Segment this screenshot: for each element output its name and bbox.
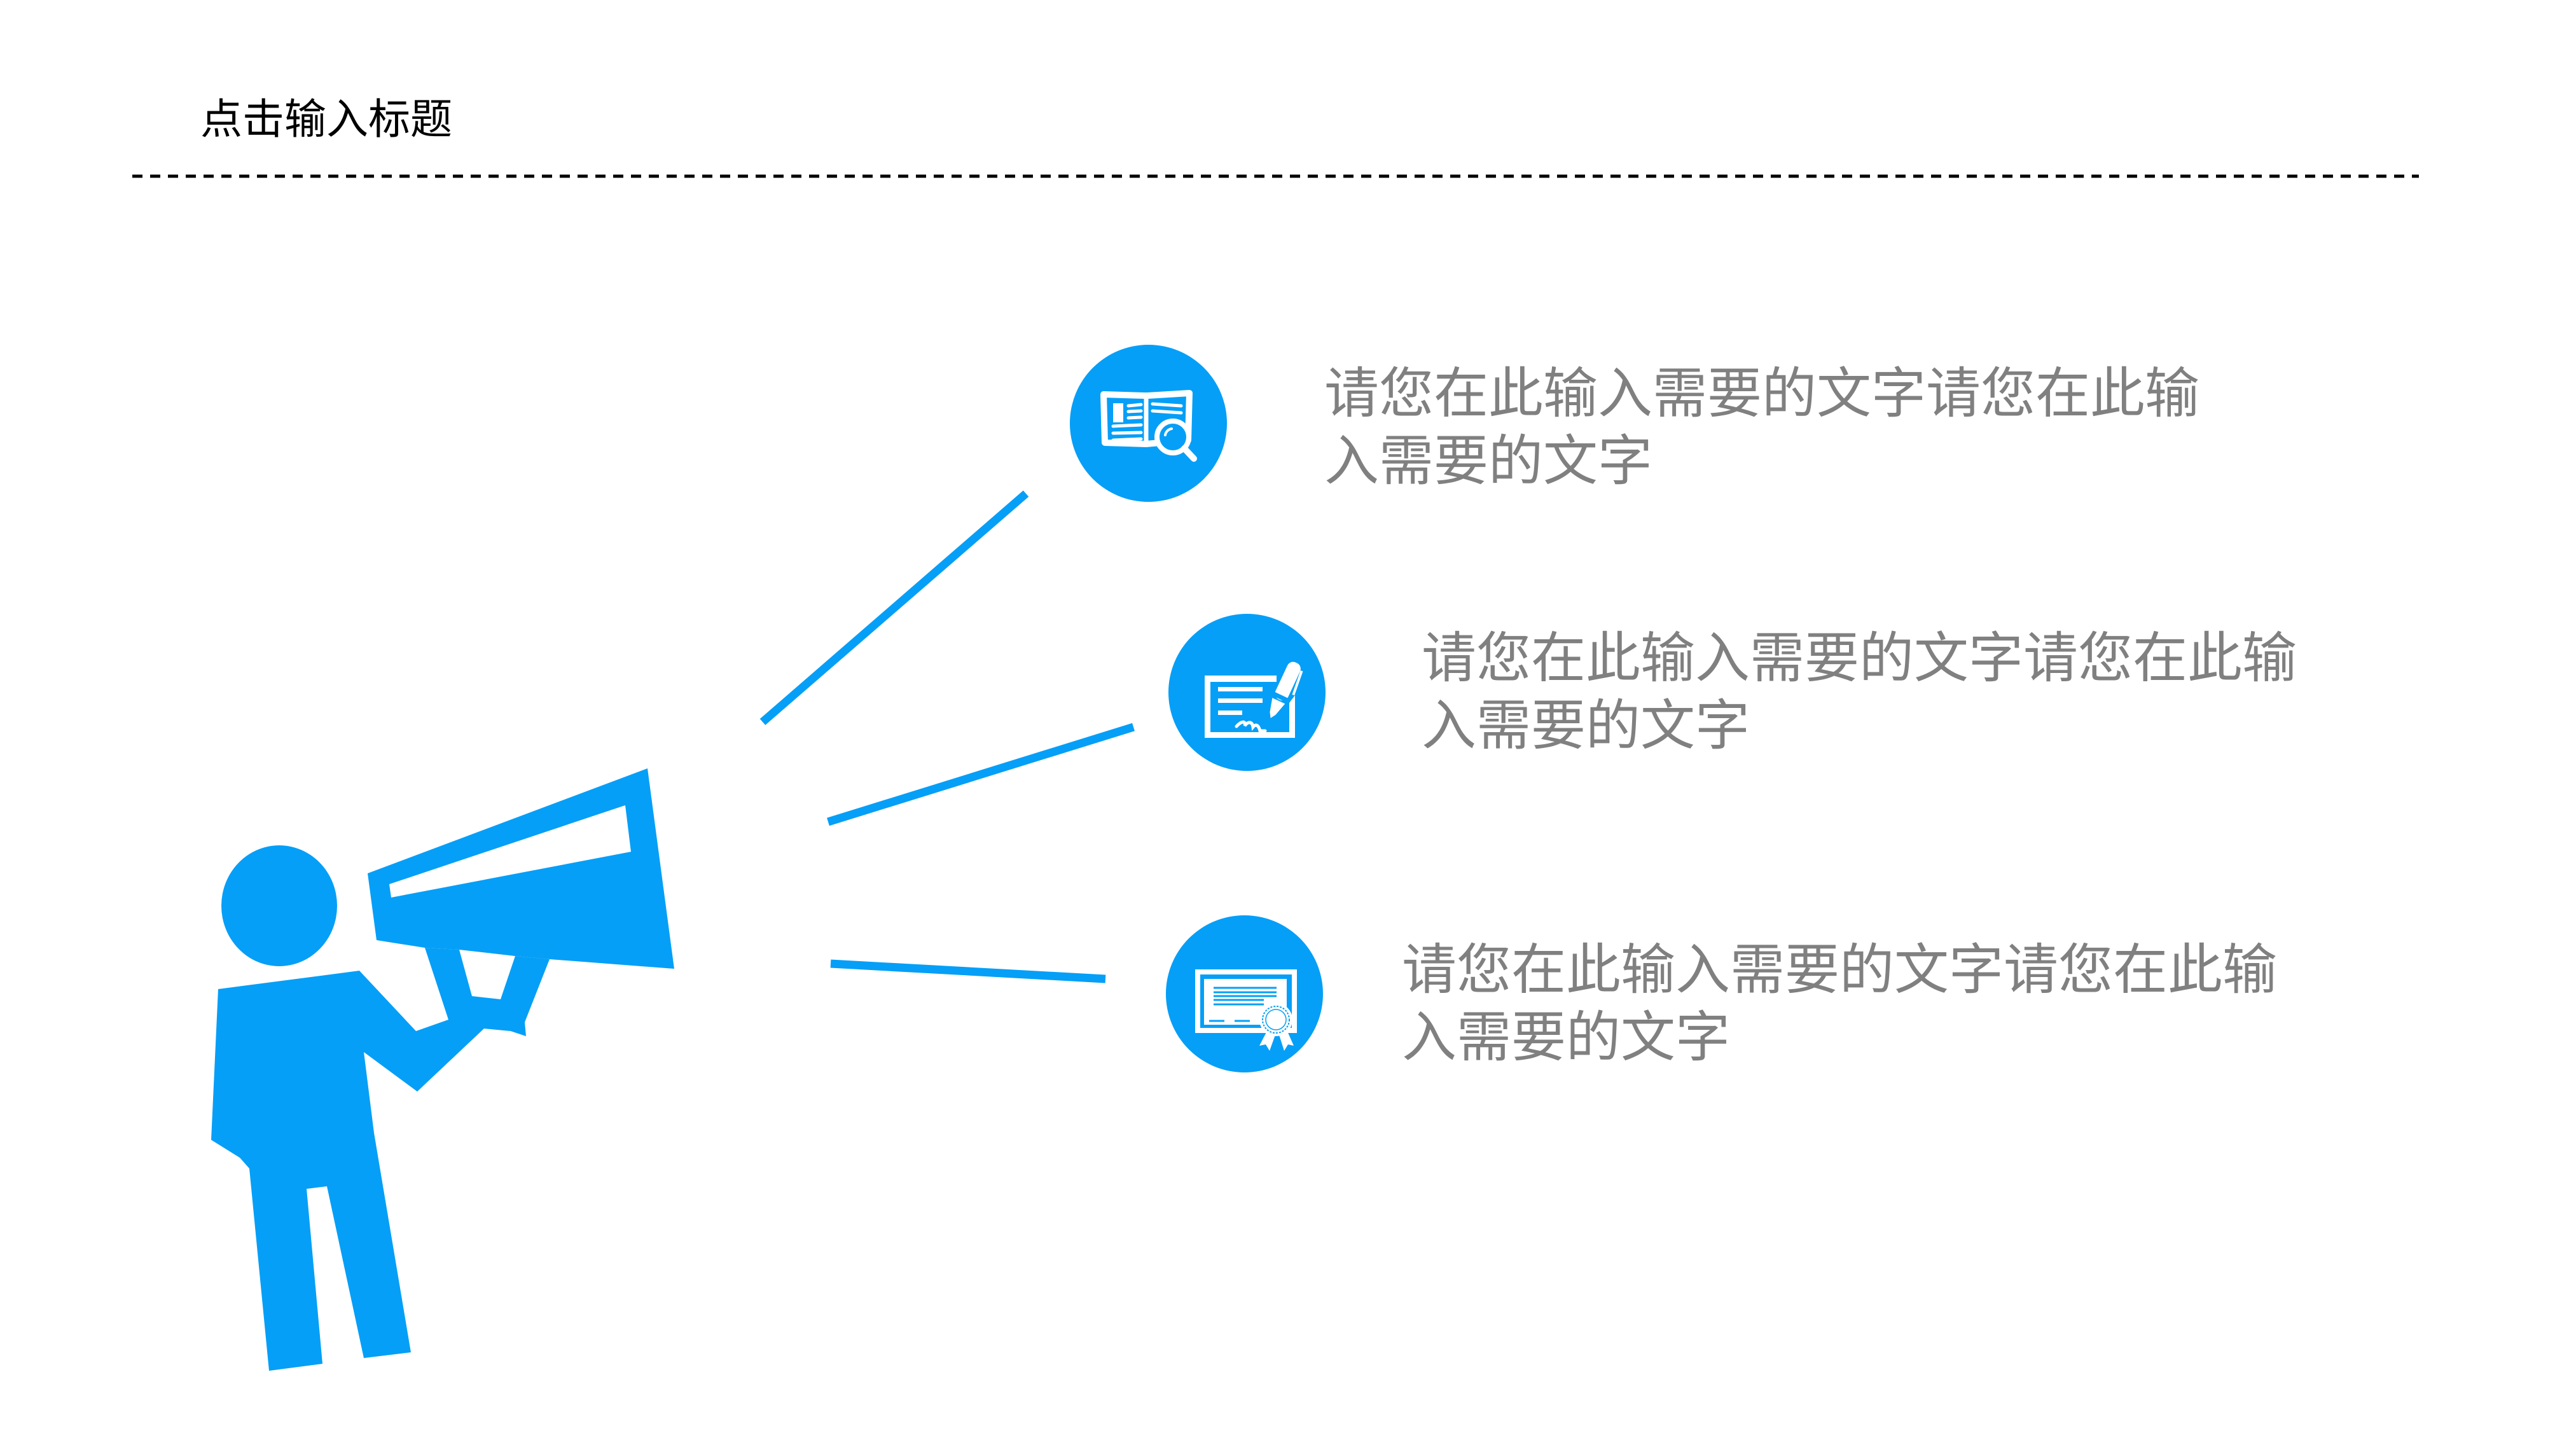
ray-line-3	[830, 959, 1106, 983]
body-shape	[211, 948, 550, 1371]
book-search-icon	[1100, 390, 1197, 462]
megaphone-shape	[368, 768, 674, 969]
item-1-text-line-2: 入需要的文字	[1324, 429, 1652, 493]
item-3-text-line-1: 请您在此输入需要的文字请您在此输	[1402, 938, 2277, 1002]
head-shape	[221, 845, 337, 966]
item-3-text[interactable]: 请您在此输入需要的文字请您在此输 入需要的文字	[1402, 936, 2305, 1071]
item-1-text-line-1: 请您在此输入需要的文字请您在此输	[1324, 362, 2199, 426]
item-2-text[interactable]: 请您在此输入需要的文字请您在此输 入需要的文字	[1422, 625, 2325, 759]
dashed-divider	[132, 174, 2419, 178]
item-3-text-line-2: 入需要的文字	[1402, 1006, 1730, 1069]
ray-line-2	[827, 723, 1135, 826]
contract-signing-pen-icon	[1205, 662, 1303, 738]
item-2-text-line-1: 请您在此输入需要的文字请您在此输	[1422, 627, 2297, 690]
certificate-ribbon-icon	[1195, 969, 1297, 1051]
item-1-text[interactable]: 请您在此输入需要的文字请您在此输 入需要的文字	[1324, 360, 2227, 495]
slide-title[interactable]: 点击输入标题	[200, 95, 452, 144]
ray-line-1	[759, 490, 1029, 725]
item-3-icon-circle	[1166, 915, 1323, 1072]
item-2-icon-circle	[1168, 614, 1326, 771]
item-1-icon-circle	[1070, 345, 1227, 502]
item-2-text-line-2: 入需要的文字	[1422, 694, 1750, 758]
